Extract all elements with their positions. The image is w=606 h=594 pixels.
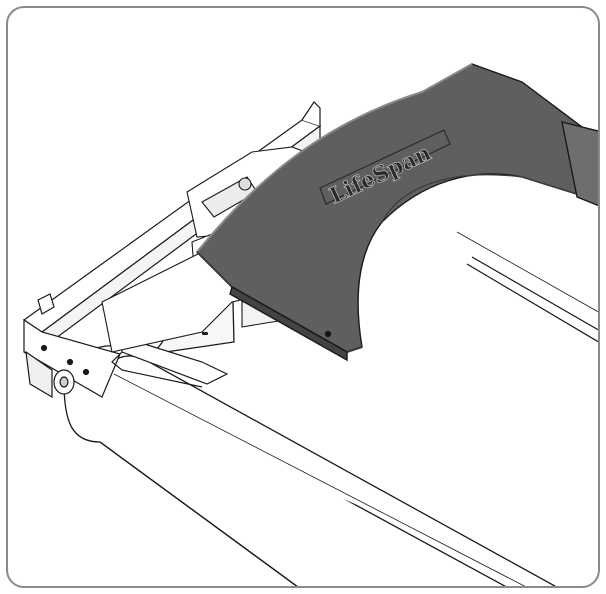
illustration-frame: LifeSpan	[6, 6, 600, 588]
treadmill-motor-illustration: LifeSpan	[22, 63, 598, 586]
motor-hood	[196, 63, 598, 362]
rear-roller-cap	[53, 369, 75, 395]
deck-rail-right	[456, 231, 598, 343]
running-belt	[61, 345, 557, 586]
